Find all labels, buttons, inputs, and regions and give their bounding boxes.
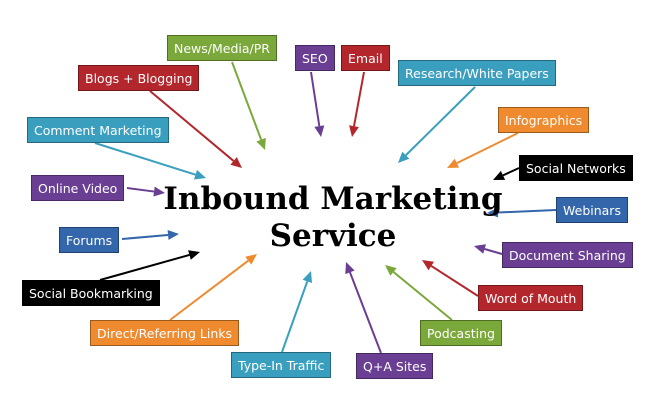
arrow-shaft (231, 61, 263, 141)
arrow-shaft (310, 71, 321, 127)
arrow-head (349, 125, 359, 137)
arrow-shaft (502, 167, 520, 177)
arrow-head (474, 244, 486, 254)
arrow-webinars (487, 207, 557, 218)
label-research-white-papers: Research/White Papers (398, 60, 556, 86)
arrow-infographics (447, 132, 519, 168)
arrow-direct-referring-links (169, 254, 257, 321)
label-comment-marketing: Comment Marketing (27, 117, 169, 143)
arrow-head (167, 230, 179, 240)
center-title: Inbound Marketing Service (163, 181, 503, 255)
label-email: Email (341, 45, 390, 71)
label-podcasting: Podcasting (420, 320, 502, 346)
arrow-type-in-traffic (281, 271, 312, 353)
arrow-email (349, 71, 365, 137)
arrow-head (302, 271, 312, 283)
arrow-social-networks (493, 167, 520, 180)
arrow-forums (121, 230, 179, 240)
arrow-shaft (484, 248, 503, 255)
label-online-video: Online Video (31, 175, 125, 201)
arrow-head (153, 186, 165, 197)
arrow-shaft (405, 86, 476, 156)
arrow-head (493, 170, 506, 180)
label-infographics: Infographics (498, 107, 590, 133)
label-document-sharing: Document Sharing (502, 242, 633, 268)
center-title-line-1: Inbound Marketing (163, 181, 503, 217)
arrow-head (398, 151, 410, 163)
arrow-shaft (121, 233, 169, 240)
arrow-podcasting (385, 265, 453, 321)
arrow-social-bookmarking (99, 250, 200, 281)
arrow-shaft (392, 271, 453, 321)
arrow-shaft (126, 187, 155, 193)
arrow-word-of-mouth (422, 260, 479, 297)
label-seo: SEO (295, 45, 335, 71)
arrow-head (422, 260, 434, 271)
arrow-head (230, 157, 242, 168)
label-social-networks: Social Networks (519, 155, 633, 181)
arrow-head (447, 158, 460, 168)
arrow-online-video (126, 186, 165, 197)
arrow-head (188, 250, 200, 260)
arrow-head (487, 207, 499, 218)
arrow-shaft (281, 281, 309, 353)
arrow-seo (310, 71, 325, 137)
arrow-blogs-blogging (149, 90, 242, 168)
arrow-document-sharing (474, 244, 503, 255)
arrow-shaft (456, 132, 519, 165)
arrow-qa-sites (345, 262, 382, 354)
label-qa-sites: Q+A Sites (356, 353, 434, 379)
label-direct-referring-links: Direct/Referring Links (90, 320, 240, 346)
label-webinars: Webinars (556, 197, 628, 223)
label-type-in-traffic: Type-In Traffic (231, 352, 332, 378)
arrow-comment-marketing (94, 142, 206, 180)
arrow-shaft (169, 259, 249, 321)
arrow-head (345, 262, 355, 275)
center-title-line-2: Service (269, 218, 397, 254)
label-news-media-pr: News/Media/PR (167, 35, 277, 61)
arrow-head (385, 265, 397, 276)
arrow-shaft (349, 271, 382, 354)
arrow-news-media-pr (231, 61, 266, 150)
arrow-head (245, 254, 257, 265)
arrow-head (256, 137, 266, 150)
arrow-shaft (497, 209, 557, 214)
arrow-shaft (430, 265, 479, 297)
arrow-head (194, 169, 206, 180)
arrow-shaft (94, 142, 196, 176)
arrow-shaft (353, 71, 365, 127)
label-blogs-blogging: Blogs + Blogging (78, 65, 200, 91)
arrow-research-white-papers (398, 86, 476, 163)
label-forums: Forums (59, 227, 120, 253)
arrow-head (314, 125, 325, 137)
label-social-bookmarking: Social Bookmarking (22, 280, 160, 306)
label-word-of-mouth: Word of Mouth (478, 285, 584, 311)
arrow-shaft (149, 90, 235, 162)
arrow-shaft (99, 254, 190, 281)
